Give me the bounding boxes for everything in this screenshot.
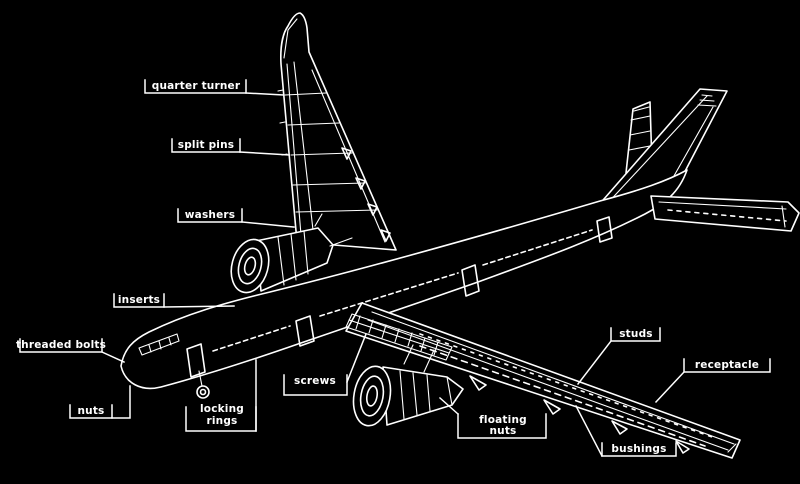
aircraft — [120, 12, 800, 459]
label-screws-text: screws — [294, 375, 336, 387]
label-receptacle-text: receptacle — [695, 359, 759, 371]
label-threaded-bolts-text: threaded bolts — [16, 339, 106, 351]
label-receptacle-leader — [654, 370, 686, 404]
nose-gear — [196, 370, 210, 399]
label-screws-bracket — [283, 374, 348, 396]
left-wing — [277, 12, 397, 251]
label-quarter-turner-text: quarter turner — [152, 80, 241, 92]
label-split-pins-bracket — [171, 138, 241, 153]
cabin-windows — [212, 229, 593, 352]
label-screws: screws — [283, 333, 367, 396]
label-studs: studs — [576, 327, 661, 386]
label-threaded-bolts-bracket — [19, 338, 103, 353]
horizontal-stabilizer-right — [650, 195, 800, 232]
label-bushings-text: bushings — [611, 443, 666, 455]
label-threaded-bolts: threaded bolts — [16, 338, 125, 363]
label-studs-leader — [576, 339, 613, 386]
label-washers-text: washers — [185, 209, 235, 221]
label-quarter-turner-leader — [245, 92, 284, 96]
left-engine — [230, 213, 353, 294]
label-nuts-bracket — [69, 404, 113, 419]
label-floating-nuts-leader — [438, 396, 460, 416]
label-split-pins: split pins — [171, 138, 290, 156]
label-locking-rings-text-line1: locking — [200, 403, 244, 415]
label-bushings: bushings — [574, 404, 677, 458]
label-floating-nuts-bracket — [457, 413, 547, 439]
label-inserts-text: inserts — [118, 294, 160, 306]
right-wing — [345, 302, 741, 459]
label-floating-nuts-text-line1: floating — [479, 414, 527, 426]
label-bushings-leader — [574, 404, 604, 458]
label-inserts-leader — [163, 305, 235, 308]
label-quarter-turner-bracket — [144, 79, 247, 94]
label-floating-nuts-text-line2: nuts — [489, 425, 516, 437]
label-washers-leader — [241, 221, 295, 228]
label-screws-leader — [346, 333, 367, 383]
cabin-doors — [186, 216, 613, 378]
label-receptacle: receptacle — [654, 358, 771, 404]
label-nuts-leader — [111, 385, 131, 419]
label-bushings-bracket — [601, 442, 677, 457]
right-engine — [352, 344, 464, 427]
label-locking-rings: locking rings — [185, 359, 257, 432]
label-split-pins-text: split pins — [178, 139, 234, 151]
cockpit-windows — [138, 333, 180, 356]
label-inserts: inserts — [113, 293, 235, 308]
label-receptacle-bracket — [683, 358, 771, 373]
label-washers-bracket — [177, 208, 243, 223]
label-nuts: nuts — [69, 385, 131, 419]
label-washers: washers — [177, 208, 295, 228]
callout-labels: quarter turner split pins washers insert… — [16, 79, 771, 458]
label-studs-bracket — [610, 327, 661, 342]
label-studs-text: studs — [619, 328, 653, 340]
label-split-pins-leader — [239, 151, 290, 156]
label-inserts-bracket — [113, 293, 165, 308]
label-nuts-text: nuts — [77, 405, 104, 417]
label-locking-rings-text-line2: rings — [206, 415, 237, 427]
label-threaded-bolts-leader — [101, 351, 125, 363]
label-floating-nuts: floating nuts — [438, 396, 547, 439]
fuselage — [120, 169, 688, 399]
label-quarter-turner: quarter turner — [144, 79, 284, 96]
